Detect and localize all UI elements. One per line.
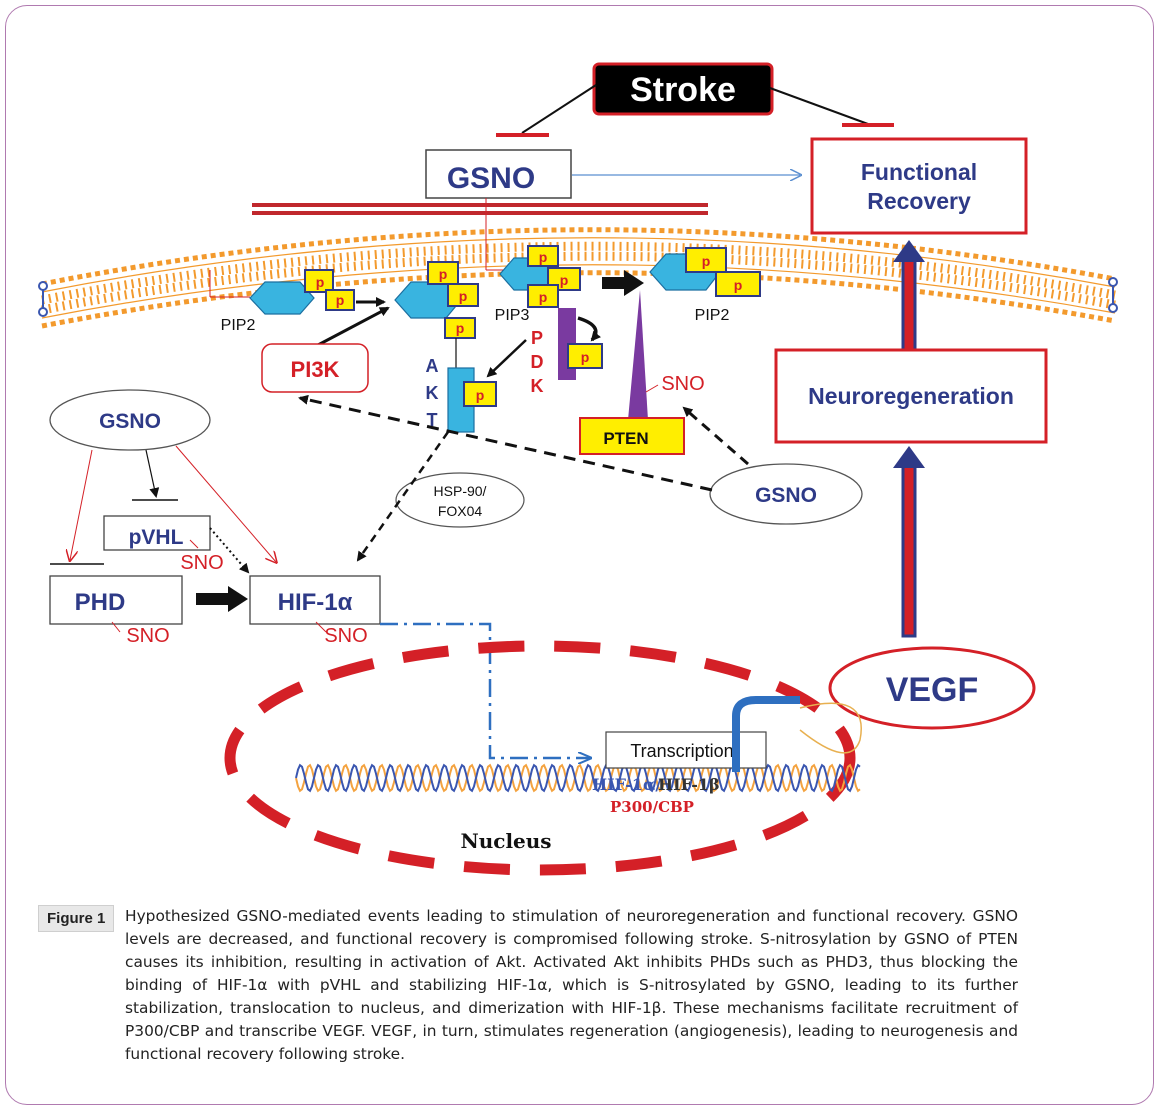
akt-letter-t: T [427,410,438,430]
hif1a-label: HIF-1α [278,589,353,616]
pip2-right-label: PIP2 [695,307,730,324]
gsno-top-label: GSNO [447,162,535,195]
gsno-to-pi3k-arrow [298,394,713,492]
pdk-curved-arrow [577,316,602,342]
p-label: p [459,288,468,304]
p-label: p [734,277,743,293]
hif1a-box: HIF-1α SNO [249,575,381,647]
p-label: p [476,387,485,403]
neuroregeneration-box: Neuroregeneration [774,348,1048,444]
vegf-transcript-arrow [732,696,800,772]
p-label: p [439,266,448,282]
hsp90-fox04-ellipse: HSP-90/ FOX04 [395,472,525,528]
p-label: p [316,274,325,290]
transcription-label: Transcription [630,741,733,761]
gsno-left-ellipse: GSNO [49,389,211,451]
gsno-to-pvhl-arrow [145,449,160,498]
vegf-ellipse: VEGF [828,646,1036,730]
functional-recovery-line2: Recovery [867,188,971,214]
pten-sno: SNO [661,373,704,395]
pvhl-box: pVHL SNO [103,515,224,574]
pip3-to-pip2-arrow [602,270,644,296]
p-label: p [539,289,548,305]
pi3k-box: PI3K [261,343,369,393]
pten: PTEN SNO [579,290,705,455]
gsno-right-ellipse: GSNO [709,463,863,525]
phd-to-hif-arrow [196,586,248,612]
figure-frame [5,5,1154,1105]
pdk-complex: p p p P D K [485,240,581,396]
gsno-to-pten-arrow [682,406,749,466]
vegf-to-neuro-arrow [893,446,925,638]
gsno-to-phd-arrow [70,449,93,560]
inhibition-double-line [252,203,708,215]
pvhl-label: pVHL [129,526,184,549]
neuroregeneration-label: Neuroregeneration [808,383,1014,409]
hif-translocation-path [380,622,590,758]
stroke-inhibition-lines [496,84,894,137]
stroke-box: Stroke [592,62,774,116]
pdk-letter-p: P [531,328,543,348]
phd-box: PHD SNO [49,575,183,647]
dna-helix [295,763,861,793]
pdk-letter-d: D [531,352,544,372]
gsno-to-hif-arrow [175,445,276,562]
neuro-to-recovery-arrow [893,240,925,352]
p-label: p [581,349,590,365]
gsno-right-label: GSNO [755,484,817,507]
pten-label: PTEN [603,429,648,448]
p-label: p [539,249,548,265]
pip2-left-label: PIP2 [221,317,256,334]
akt-to-hif-arrow [356,431,450,562]
pi3k-label: PI3K [291,357,340,382]
hsp-line2: FOX04 [438,503,483,519]
p-label: p [560,272,569,288]
nucleus-label: Nucleus [460,829,551,853]
p-label: p [702,253,711,269]
hif-dimer-beta: HIF-1β [658,775,720,794]
nucleus-envelope [224,640,856,876]
functional-recovery-box: Functional Recovery [810,137,1028,235]
p300-cbp-label: P300/CBP [610,798,694,816]
stroke-label: Stroke [630,71,736,109]
hif-dimer-alpha: HIF-1α/ [592,775,661,794]
hif1a-sno: SNO [324,625,367,647]
akt-letter-k: K [426,383,439,403]
akt-letter-a: A [426,356,439,376]
pdk-letter-k: K [531,376,544,396]
vegf-label: VEGF [886,671,979,709]
transcription-box: Transcription [605,731,767,769]
figure-label: Figure 1 [38,905,115,932]
hsp-line1: HSP-90/ [434,483,487,499]
akt: p A K T [426,338,497,433]
pdk-phospho: p [567,343,603,369]
gsno-left-label: GSNO [99,410,161,433]
pip2-left: p p PIP2 [209,269,355,334]
pvhl-sno: SNO [180,552,223,574]
phd-label: PHD [75,589,126,616]
pdk-to-akt-arrow [486,339,527,378]
phd-sno: SNO [126,625,169,647]
figure-caption-text: Hypothesized GSNO-mediated events leadin… [125,907,1018,1063]
pip2-right: p p PIP2 [649,247,761,324]
pip3-label: PIP3 [495,307,530,324]
mrna-strand [799,702,862,754]
p-label: p [456,320,465,336]
figure-caption: Figure 1 Hypothesized GSNO-mediated even… [38,905,1018,1066]
p-label: p [336,292,345,308]
pi3k-to-pip3-arrow [317,306,390,347]
gsno-top-box: GSNO [425,149,572,199]
pip3: p p p PIP3 [394,261,530,339]
functional-recovery-line1: Functional [861,159,977,185]
